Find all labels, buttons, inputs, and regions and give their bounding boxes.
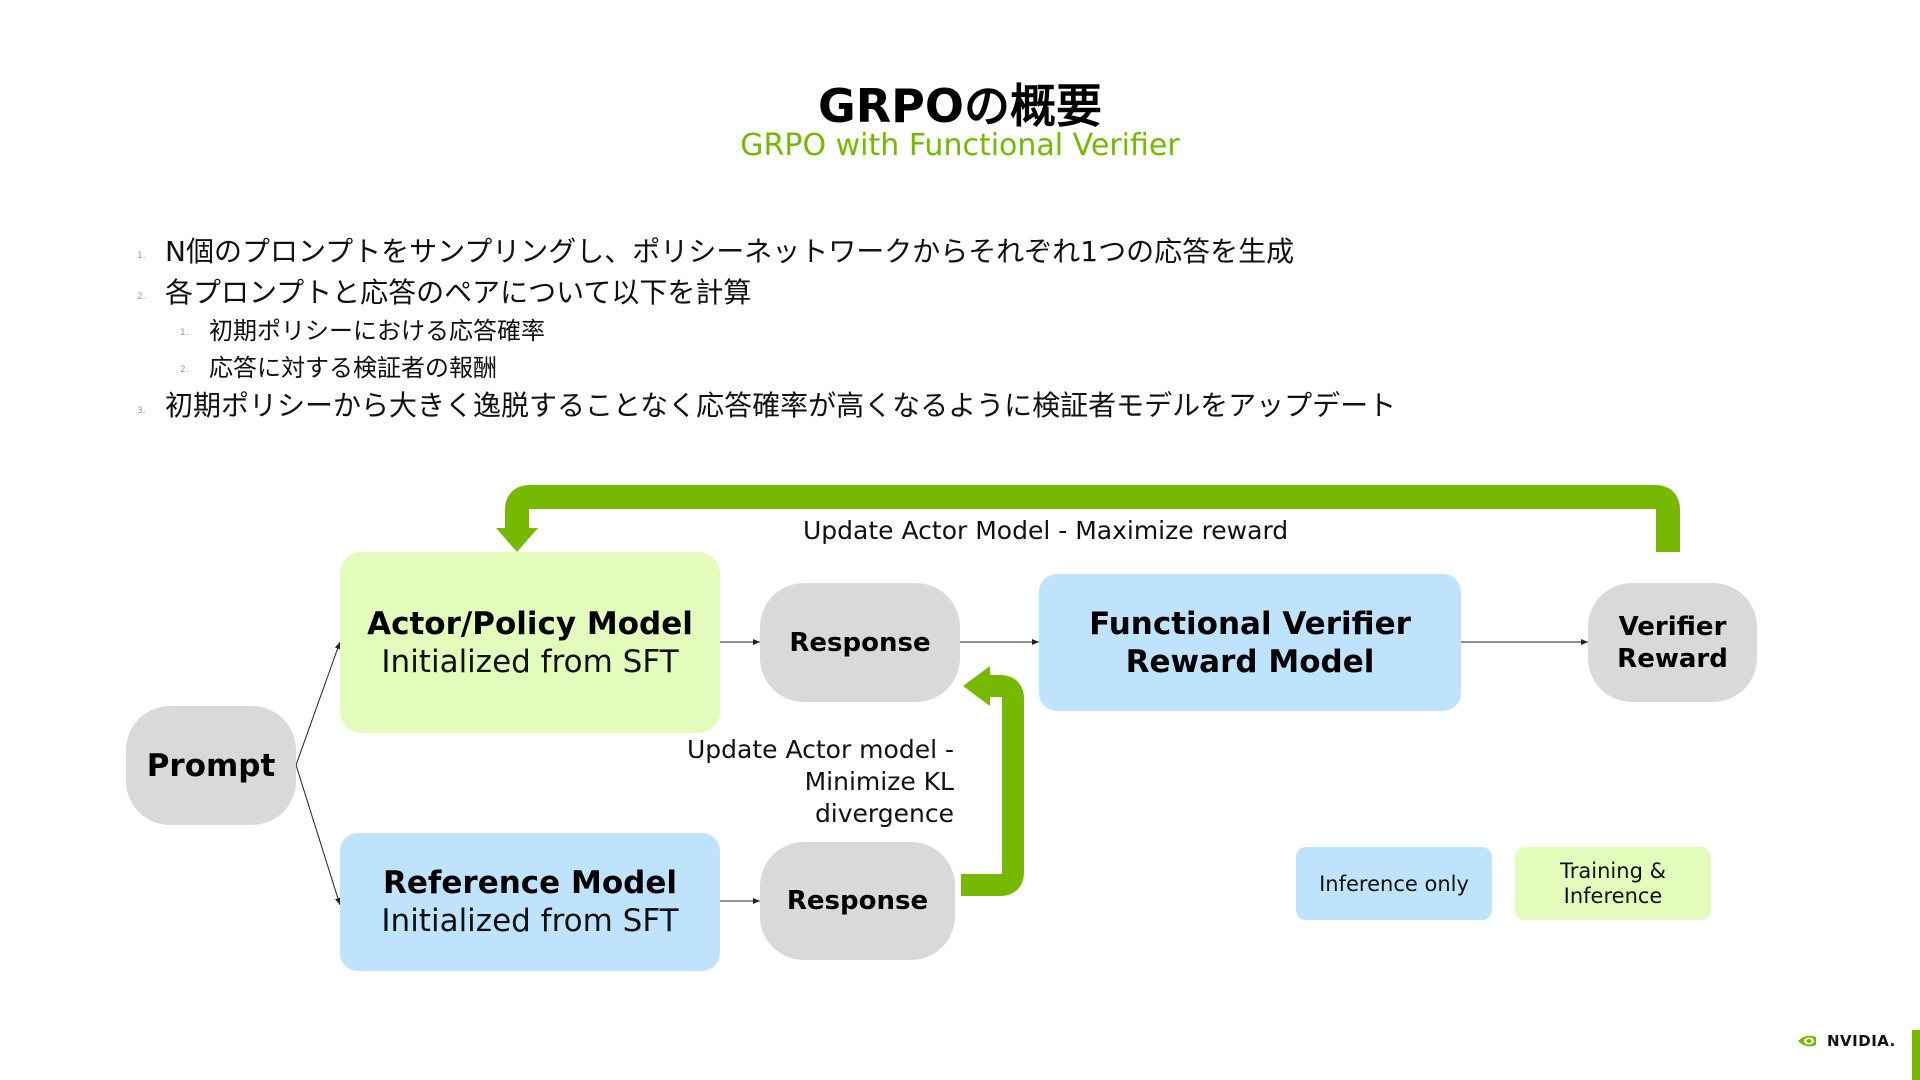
- reward-line-1: Verifier: [1618, 611, 1727, 642]
- response-node-top: Response: [760, 583, 960, 702]
- actor-model-title: Actor/Policy Model: [367, 605, 693, 642]
- maximize-reward-arrowhead: [496, 528, 538, 552]
- nvidia-logo: NVIDIA.: [1797, 1032, 1896, 1050]
- step-item: N個のプロンプトをサンプリングし、ポリシーネットワークからそれぞれ1つの応答を生…: [165, 235, 1295, 268]
- verifier-line-1: Functional Verifier: [1089, 605, 1411, 642]
- substep-item: 応答に対する検証者の報酬: [209, 354, 497, 382]
- verifier-line-2: Reward Model: [1125, 643, 1375, 680]
- prompt-to-actor-arrow: [295, 641, 341, 766]
- actor-policy-model-box: Actor/Policy Model Initialized from SFT: [340, 552, 720, 733]
- update-kl-label: Update Actor model - Minimize KL diverge…: [640, 734, 954, 830]
- functional-verifier-box: Functional Verifier Reward Model: [1039, 574, 1461, 711]
- response-node-bottom: Response: [760, 842, 955, 960]
- response-label: Response: [789, 627, 931, 658]
- substep-number: 1.: [180, 328, 189, 338]
- page-subtitle: GRPO with Functional Verifier: [740, 128, 1180, 163]
- substep-item: 初期ポリシーにおける応答確率: [209, 317, 545, 345]
- step-item: 各プロンプトと応答のペアについて以下を計算: [165, 276, 752, 309]
- step-number: 1.: [137, 251, 146, 261]
- response-label: Response: [786, 886, 929, 916]
- legend-training-line-1: Training &: [1560, 858, 1666, 883]
- legend-training-inference: Training & Inference: [1515, 847, 1711, 920]
- nvidia-wordmark: NVIDIA.: [1827, 1032, 1896, 1050]
- reference-model-subtitle: Initialized from SFT: [381, 903, 679, 939]
- prompt-label: Prompt: [146, 747, 276, 784]
- prompt-node: Prompt: [126, 706, 296, 825]
- step-item: 初期ポリシーから大きく逸脱することなく応答確率が高くなるように検証者モデルをアッ…: [165, 389, 1397, 422]
- verifier-reward-node: Verifier Reward: [1588, 583, 1757, 702]
- reference-model-title: Reference Model: [383, 865, 677, 901]
- kl-divergence-arrow: [961, 675, 1024, 896]
- prompt-to-reference-arrow: [295, 764, 341, 906]
- step-number: 2.: [137, 292, 146, 302]
- legend-training-line-2: Inference: [1563, 883, 1663, 908]
- update-kl-line-1: Update Actor model -: [686, 735, 954, 764]
- reward-line-2: Reward: [1617, 643, 1728, 674]
- legend-inference-only: Inference only: [1296, 847, 1492, 920]
- accent-edge-bar: [1912, 1030, 1920, 1080]
- substep-number: 2.: [180, 365, 189, 375]
- update-kl-line-2: Minimize KL: [804, 767, 954, 796]
- reference-model-box: Reference Model Initialized from SFT: [340, 833, 720, 971]
- kl-divergence-arrowhead: [963, 666, 990, 706]
- step-number: 3.: [137, 406, 146, 416]
- update-kl-line-3: divergence: [814, 799, 954, 828]
- page-title: GRPOの概要: [818, 79, 1102, 133]
- maximize-reward-arrow: [505, 485, 1680, 552]
- actor-model-subtitle: Initialized from SFT: [381, 643, 679, 680]
- update-maximize-label: Update Actor Model - Maximize reward: [803, 516, 1289, 545]
- nvidia-eye-icon: [1798, 1035, 1816, 1047]
- legend-inference-label: Inference only: [1319, 871, 1469, 896]
